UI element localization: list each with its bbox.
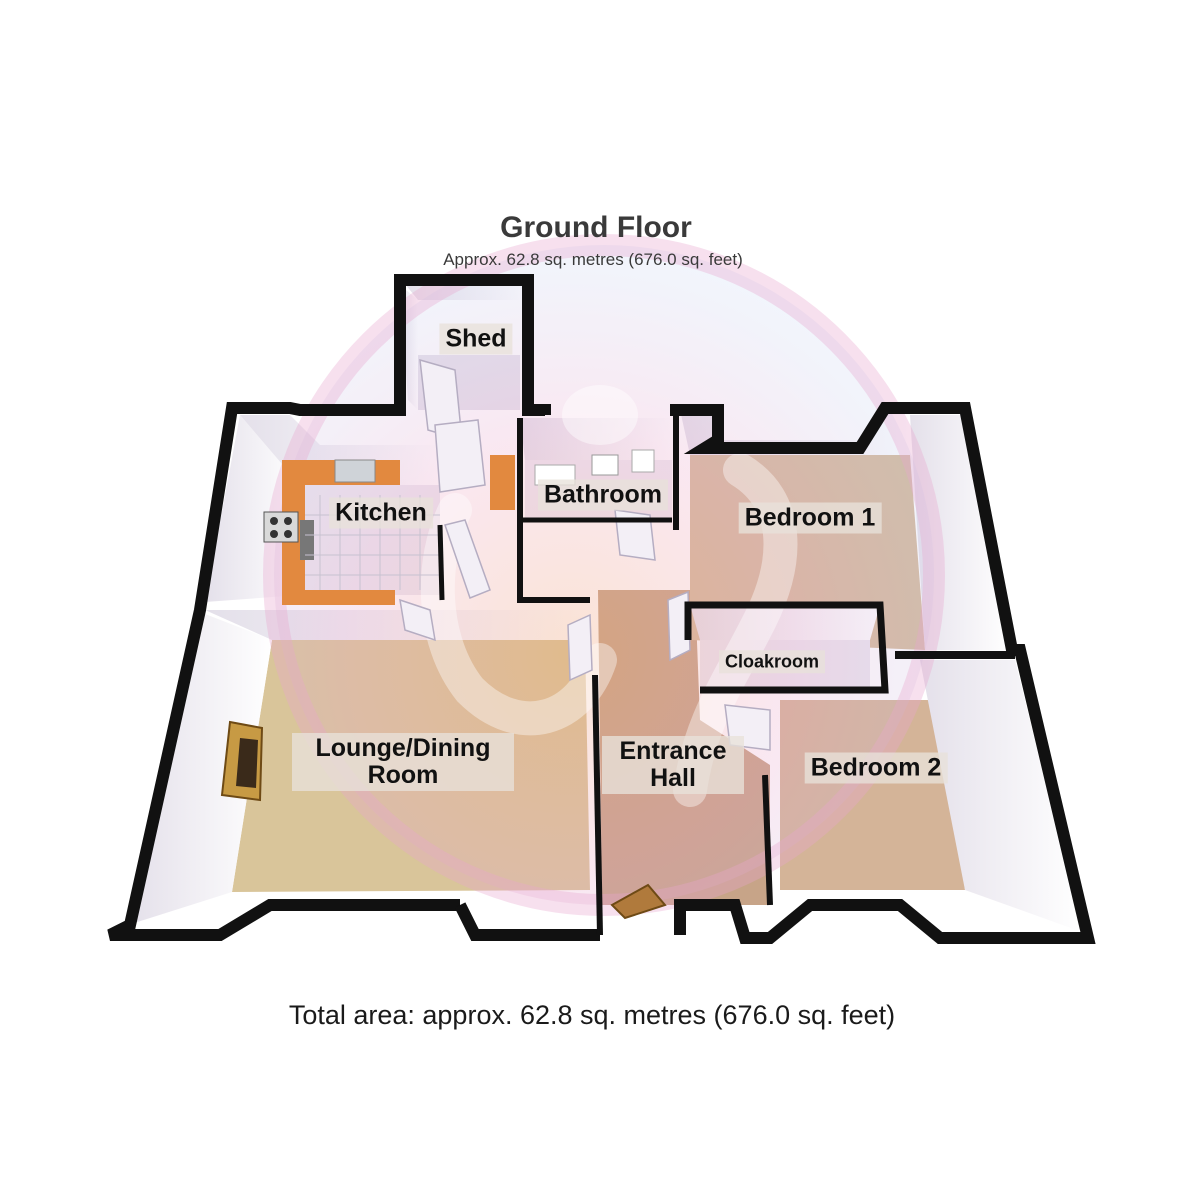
doors xyxy=(399,358,771,751)
room-label-entrance-hall: Entrance Hall xyxy=(602,736,744,794)
room-label-bathroom: Bathroom xyxy=(537,479,669,511)
room-label-kitchen: Kitchen xyxy=(329,497,433,529)
bedroom-right-wall-face xyxy=(910,415,1010,650)
utility-door xyxy=(444,519,491,599)
kitchen-worktop-right xyxy=(490,455,515,510)
hall-door-left xyxy=(567,613,593,682)
hob xyxy=(263,511,299,543)
room-label-lounge-dining: Lounge/Dining Room xyxy=(292,733,514,791)
outer-wall-right xyxy=(670,402,1096,944)
floor-title: Ground Floor xyxy=(500,211,692,244)
oven xyxy=(300,520,314,560)
basin xyxy=(591,454,619,476)
floor-area-subtitle: Approx. 62.8 sq. metres (676.0 sq. feet) xyxy=(443,250,743,269)
fireplace xyxy=(220,720,264,802)
lounge-left-wall-face xyxy=(128,612,272,925)
cloakroom-wall xyxy=(684,601,889,694)
kitchen-utility-wall xyxy=(437,524,445,601)
outer-wall-left xyxy=(380,274,551,416)
kitchen-lounge-door xyxy=(399,598,436,642)
kitchen-worktop xyxy=(282,460,400,605)
walls xyxy=(107,274,1096,944)
total-area-caption: Total area: approx. 62.8 sq. metres (676… xyxy=(288,1000,896,1030)
bathroom-wall xyxy=(517,418,590,603)
hall-wall-right xyxy=(762,774,773,906)
toilet xyxy=(631,449,655,473)
front-door-step xyxy=(610,883,667,920)
outer-wall-kitchen xyxy=(107,402,460,941)
hall-wall-left xyxy=(592,674,603,936)
room-label-shed: Shed xyxy=(439,323,513,355)
room-label-bedroom-2: Bedroom 2 xyxy=(804,752,948,784)
kitchen-door xyxy=(434,419,486,493)
room-label-bedroom-1: Bedroom 1 xyxy=(738,502,882,534)
kitchen-units xyxy=(263,455,515,605)
sink xyxy=(334,459,376,483)
outer-wall-front-left xyxy=(454,902,600,941)
bedroom2-right-wall-face xyxy=(920,660,1082,932)
room-label-cloakroom: Cloakroom xyxy=(718,650,826,674)
